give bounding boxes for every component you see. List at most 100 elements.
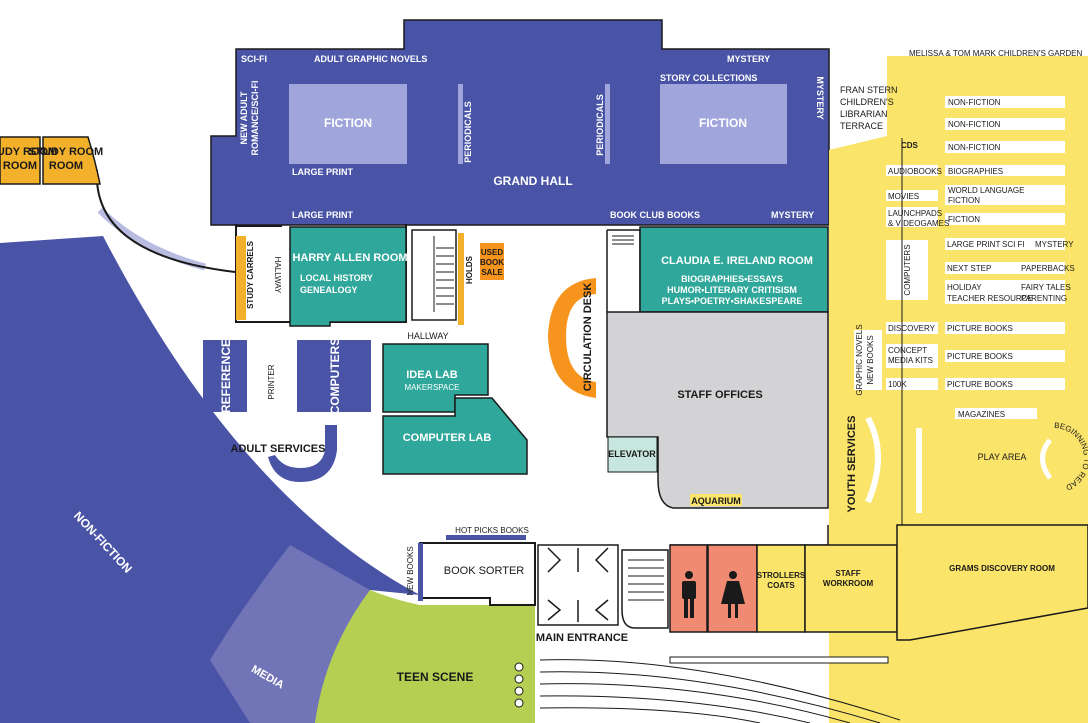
- stairs-entrance: [621, 549, 669, 629]
- claudia-ireland-room[interactable]: [639, 226, 829, 313]
- youth-desk: [865, 416, 881, 504]
- holds-label: HOLDS: [465, 255, 474, 284]
- y-concept-1: CONCEPT: [888, 346, 927, 355]
- grand-hall-label: GRAND HALL: [493, 174, 572, 188]
- y-picture-1: PICTURE BOOKS: [947, 324, 1013, 333]
- y-100k: 100K: [888, 380, 907, 389]
- harry-allen-room-label: HARRY ALLEN ROOM: [292, 252, 407, 264]
- y-world-1: WORLD LANGUAGE: [948, 186, 1024, 195]
- curve-accent: [97, 207, 206, 271]
- staff-workroom-label-2: WORKROOM: [823, 579, 874, 588]
- reference-area[interactable]: [203, 340, 247, 412]
- y-large-print: LARGE PRINT: [947, 240, 1000, 249]
- holds-shelf: [458, 233, 464, 325]
- book-club-books-label: BOOK CLUB BOOKS: [610, 210, 700, 220]
- staff-offices[interactable]: [606, 311, 829, 509]
- y-world-2: FICTION: [948, 196, 980, 205]
- youth-shelves: [854, 96, 1065, 513]
- coats-label: COATS: [767, 581, 795, 590]
- grams-room-label: GRAMS DISCOVERY ROOM: [949, 564, 1055, 573]
- y-fiction: FICTION: [948, 215, 980, 224]
- y-magazines: MAGAZINES: [958, 410, 1005, 419]
- staff-offices-label: STAFF OFFICES: [677, 389, 762, 401]
- y-discovery: DISCOVERY: [888, 324, 936, 333]
- media-area[interactable]: [210, 545, 370, 723]
- y-graphic-novels: GRAPHIC NOVELS: [855, 324, 864, 395]
- book-sorter-label: BOOK SORTER: [444, 565, 525, 577]
- computer-lab-label: COMPUTER LAB: [403, 432, 492, 444]
- hallway-mid-label: HALLWAY: [407, 331, 448, 341]
- childrens-garden-label: MELISSA & TOM MARK CHILDREN'S GARDEN: [909, 49, 1082, 58]
- adult-graphic-novels-label: ADULT GRAPHIC NOVELS: [314, 54, 427, 64]
- adult-services-label: ADULT SERVICES: [231, 443, 326, 455]
- teen-scene-windows: [514, 662, 524, 708]
- strollers-label: STROLLERS: [757, 571, 806, 580]
- circulation-desk[interactable]: [548, 278, 596, 398]
- study-room-1[interactable]: [0, 136, 41, 185]
- y-sci-fi: SCI FI: [1002, 240, 1025, 249]
- used-book-sale-label-3: SALE: [481, 268, 503, 277]
- fiction-right-label: FICTION: [699, 116, 747, 130]
- used-book-sale[interactable]: [480, 243, 504, 280]
- adult-services-desk[interactable]: [268, 425, 337, 482]
- hot-picks-shelf: [446, 535, 526, 540]
- adult-computers-area[interactable]: [297, 340, 371, 412]
- new-books-shelf: [418, 543, 423, 601]
- periodicals-left-label: PERIODICALS: [463, 101, 473, 163]
- claudia-line2-label: HUMOR•LITERARY CRITISISM: [667, 285, 797, 295]
- y-next-step: NEXT STEP: [947, 264, 991, 273]
- grams-discovery-room[interactable]: [896, 524, 1088, 641]
- y-computers: COMPUTERS: [903, 244, 912, 295]
- claudia-room-label: CLAUDIA E. IRELAND ROOM: [661, 255, 813, 267]
- man-icon: [682, 571, 696, 618]
- sci-fi-label: SCI-FI: [241, 54, 267, 64]
- fiction-shelf-left[interactable]: [289, 84, 407, 164]
- idea-lab-label: IDEA LAB: [406, 369, 458, 381]
- youth-services-label: YOUTH SERVICES: [846, 416, 858, 513]
- study-room-1-label: STUDY ROOM: [0, 146, 57, 158]
- y-fairy-tales: FAIRY TALES: [1021, 283, 1071, 292]
- study-carrels-label: STUDY CARRELS: [246, 240, 255, 309]
- fran-stern-1: FRAN STERN: [840, 85, 898, 95]
- lobby-wall: [670, 525, 829, 546]
- used-book-sale-label-1: USED: [481, 248, 503, 257]
- staff-workroom[interactable]: [804, 544, 898, 633]
- study-room-2[interactable]: [42, 136, 101, 185]
- y-cds: CDS: [901, 141, 919, 150]
- hallway-side-label: HALLWAY: [273, 257, 282, 294]
- y-paperbacks: PAPERBACKS: [1021, 264, 1075, 273]
- y-nonfiction-2: NON-FICTION: [948, 120, 1001, 129]
- grand-hall[interactable]: [210, 19, 830, 226]
- adult-computers-label: COMPUTERS: [328, 338, 342, 415]
- makerspace-label: MAKERSPACE: [405, 383, 460, 392]
- entrance-walkway: [539, 659, 901, 723]
- computer-lab[interactable]: [382, 397, 528, 475]
- fran-stern-4: TERRACE: [840, 121, 883, 131]
- y-play-area: PLAY AREA: [978, 452, 1027, 462]
- y-picture-3: PICTURE BOOKS: [947, 380, 1013, 389]
- y-biographies: BIOGRAPHIES: [948, 167, 1003, 176]
- teen-scene-label: TEEN SCENE: [397, 670, 474, 684]
- study-room-1-label-2: ROOM: [3, 160, 37, 172]
- printer-label: PRINTER: [267, 364, 276, 399]
- periodicals-shelf-right: [605, 84, 610, 164]
- y-nonfiction-3: NON-FICTION: [948, 143, 1001, 152]
- strollers-coats[interactable]: [756, 544, 806, 633]
- fiction-shelf-right[interactable]: [660, 84, 787, 164]
- study-carrels-strip: [236, 236, 246, 320]
- elevator[interactable]: [607, 436, 658, 473]
- vestibule-steps: [612, 235, 634, 245]
- teen-scene-area[interactable]: [315, 590, 535, 723]
- local-history-label: LOCAL HISTORY: [300, 273, 373, 283]
- used-book-sale-label-2: BOOK: [480, 258, 504, 267]
- aquarium[interactable]: [690, 494, 742, 506]
- entrance-bench: [669, 656, 889, 664]
- claudia-line3-label: PLAYS•POETRY•SHAKESPEARE: [662, 296, 803, 306]
- y-launch-1: LAUNCHPADS: [888, 209, 942, 218]
- periodicals-right-label: PERIODICALS: [595, 94, 605, 156]
- curve-wall: [95, 169, 236, 273]
- harry-allen-room[interactable]: [289, 226, 407, 327]
- genealogy-label: GENEALOGY: [300, 285, 358, 295]
- staff-workroom-label-1: STAFF: [835, 569, 860, 578]
- idea-lab[interactable]: [382, 343, 489, 413]
